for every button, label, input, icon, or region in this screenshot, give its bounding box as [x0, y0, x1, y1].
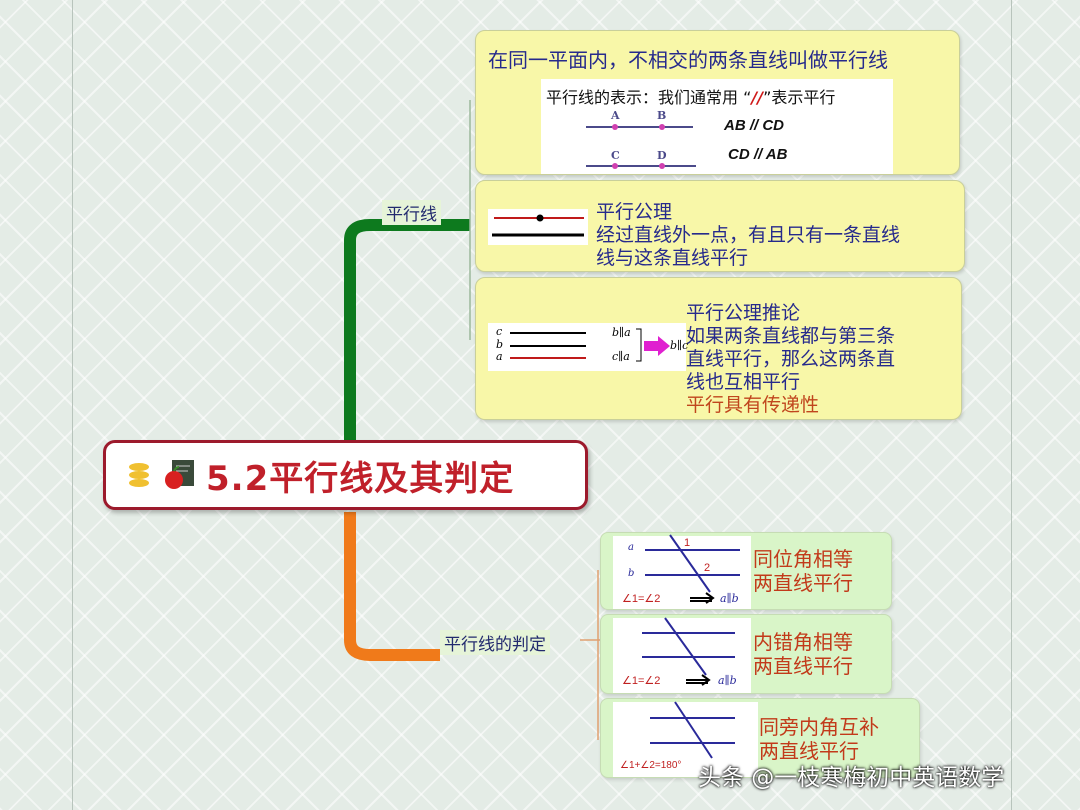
axiom-node[interactable]: 平行公理 经过直线外一点，有且只有一条直线 线与这条直线平行 — [475, 180, 965, 272]
criterion-line2: 两直线平行 — [753, 571, 853, 595]
branch-connector-bottom — [344, 512, 440, 661]
premise: b∥a — [612, 326, 631, 339]
criterion-figure — [613, 702, 758, 777]
branch-label-parallel-lines[interactable]: 平行线 — [382, 200, 441, 225]
central-topic[interactable]: 5.2平行线及其判定 — [103, 440, 588, 510]
criterion-formula: ∠1=∠2 — [622, 675, 661, 687]
criterion-node[interactable]: 同旁内角互补两直线平行 — [600, 698, 920, 778]
premise: c∥a — [612, 350, 630, 363]
notation-figure: 平行线的表示：我们通常用 “//”表示平行 A B C D AB // CD C… — [541, 79, 893, 174]
criterion-line2: 两直线平行 — [759, 739, 859, 763]
criterion-figure — [613, 536, 751, 609]
corollary-highlight: 平行具有传递性 — [686, 394, 820, 416]
line-label-c: c — [496, 325, 503, 338]
stack-icon — [129, 463, 149, 487]
criterion-line1: 内错角相等 — [753, 630, 853, 654]
branch-label-parallel-criteria[interactable]: 平行线的判定 — [440, 630, 550, 655]
corollary-line: 直线平行，那么这两条直 — [686, 348, 896, 370]
corollary-line: 如果两条直线都与第三条 — [686, 325, 896, 347]
axiom-title: 平行公理 — [596, 201, 673, 223]
criterion-line1: 同位角相等 — [753, 547, 853, 571]
point-a: A — [611, 109, 620, 122]
central-title: 5.2平行线及其判定 — [206, 458, 515, 499]
criterion-line2: 两直线平行 — [753, 654, 853, 678]
axiom-line: 线与这条直线平行 — [596, 247, 749, 269]
criterion-result: a∥b — [718, 674, 737, 687]
criterion-node[interactable]: 同位角相等两直线平行 — [600, 532, 892, 610]
criterion-formula: ∠1+∠2=180° — [620, 760, 682, 771]
corollary-line: 线也互相平行 — [686, 371, 801, 393]
axiom-figure — [488, 209, 588, 245]
conclusion: b∥c — [670, 339, 689, 352]
angle-label-2: 2 — [704, 562, 711, 574]
definition-node[interactable]: 在同一平面内，不相交的两条直线叫做平行线 平行线的表示：我们通常用 “//”表示… — [475, 30, 960, 175]
axiom-line: 经过直线外一点，有且只有一条直线 — [596, 224, 901, 246]
point-c: C — [611, 149, 620, 162]
notation-text: 平行线的表示：我们通常用 “//”表示平行 — [546, 88, 836, 107]
notation-eq1: AB // CD — [724, 117, 784, 134]
criterion-result: a∥b — [720, 592, 739, 605]
criterion-figure — [613, 618, 751, 693]
criterion-node[interactable]: 内错角相等两直线平行 — [600, 614, 892, 694]
branch-connector-top — [344, 219, 470, 440]
definition-text: 在同一平面内，不相交的两条直线叫做平行线 — [488, 48, 888, 72]
line-label-a: a — [496, 350, 503, 363]
notation-eq2: CD // AB — [728, 146, 788, 163]
watermark: 头条 @一枝寒梅初中英语数学 — [698, 765, 1005, 791]
criterion-line1: 同旁内角互补 — [759, 715, 879, 739]
corollary-figure: c b a b∥a c∥a b∥c — [488, 323, 689, 371]
corollary-title: 平行公理推论 — [686, 302, 801, 324]
corollary-node[interactable]: c b a b∥a c∥a b∥c 平行公理推论 如果两条直线都与第三条 直线平… — [475, 277, 962, 420]
point-d: D — [657, 149, 667, 162]
criterion-formula: ∠1=∠2 — [622, 593, 661, 605]
point-b: B — [657, 109, 667, 122]
canvas-frame — [72, 0, 1012, 810]
line-label-a: a — [628, 542, 634, 553]
line-label-b: b — [496, 338, 504, 351]
line-label-b: b — [628, 568, 635, 579]
apple-blackboard-icon — [165, 460, 194, 489]
angle-label-1: 1 — [684, 537, 691, 549]
